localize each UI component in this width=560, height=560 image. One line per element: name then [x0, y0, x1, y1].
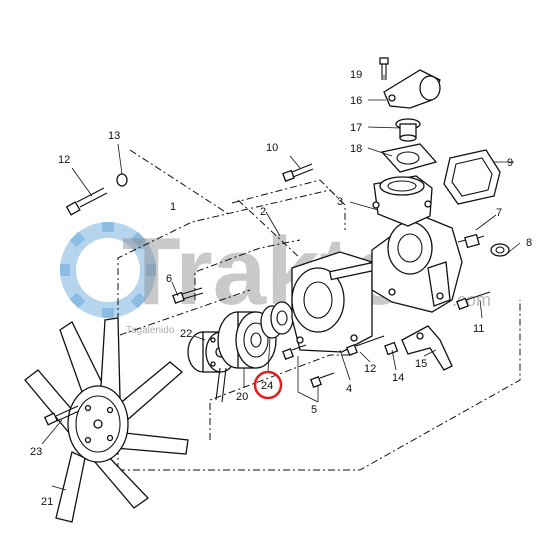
callout-18: 18	[350, 143, 362, 155]
bracket-nut	[384, 341, 399, 356]
leader-lines	[41, 75, 521, 491]
bracket-bolt	[346, 335, 385, 356]
highlight-ring	[253, 370, 283, 400]
side-bolt	[456, 291, 491, 310]
pump-mounting-bolts	[282, 344, 335, 388]
callout-9: 9	[507, 157, 513, 169]
callout-2: 2	[260, 206, 266, 218]
housing-gasket	[443, 149, 501, 205]
callout-labels: 19 16 17 18 9 7 8 11 10 12 13 1 2 3 6 22…	[30, 69, 532, 508]
fan-bolt	[43, 405, 80, 426]
callout-6: 6	[166, 273, 172, 285]
callout-15: 15	[415, 358, 427, 370]
callout-13: 13	[108, 130, 120, 142]
temperature-sensor	[457, 233, 485, 249]
watermark-subtext: Tagalenido	[126, 325, 175, 336]
callout-20: 20	[236, 391, 248, 403]
callout-7: 7	[496, 207, 502, 219]
assembly-frames	[117, 149, 521, 471]
callout-12-bottom: 12	[364, 363, 376, 375]
thermostat-gasket	[380, 143, 438, 173]
cover-bolt	[379, 57, 389, 80]
sealing-washer	[490, 243, 510, 257]
pump-flange	[260, 301, 294, 339]
long-bolt	[65, 187, 108, 216]
watermark-domain: .com	[452, 290, 491, 310]
adjusting-bracket	[401, 325, 453, 371]
fan-blade-assembly	[24, 317, 189, 523]
callout-24: 24	[261, 380, 273, 392]
callout-8: 8	[526, 237, 532, 249]
callout-12-top: 12	[58, 154, 70, 166]
callout-11: 11	[473, 323, 484, 335]
callout-14: 14	[392, 372, 404, 384]
callout-22: 22	[180, 328, 192, 340]
thermostat-cover	[383, 69, 441, 109]
callout-5: 5	[311, 404, 317, 416]
callout-10: 10	[266, 142, 278, 154]
callout-3: 3	[337, 196, 343, 208]
callout-19: 19	[350, 69, 362, 81]
water-pump-body	[291, 251, 386, 353]
callout-17: 17	[350, 122, 362, 134]
bolt-washer	[116, 173, 128, 187]
water-pump-housing	[371, 175, 463, 313]
callout-1: 1	[170, 201, 176, 213]
gear-logo-icon	[60, 222, 156, 318]
housing-bolt	[282, 163, 314, 182]
callout-21: 21	[41, 496, 53, 508]
thermostat	[395, 118, 421, 142]
pump-bolt	[172, 287, 204, 304]
callout-23: 23	[30, 446, 42, 458]
callout-4: 4	[346, 383, 352, 395]
callout-16: 16	[350, 95, 362, 107]
